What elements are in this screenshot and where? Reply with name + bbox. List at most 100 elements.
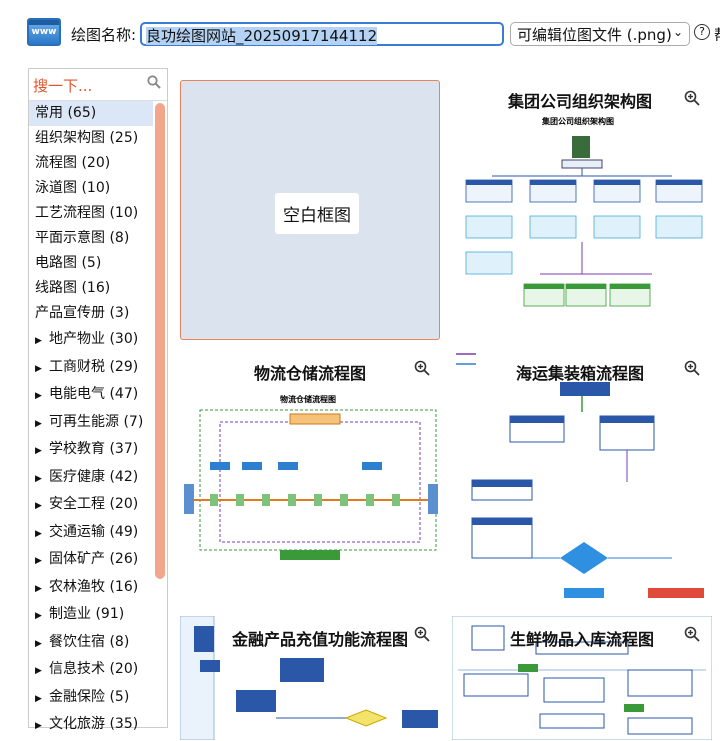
expand-arrow-icon[interactable]: ▶ (35, 611, 42, 621)
sidebar-category-item[interactable]: ▶ 金融保险 (5) (29, 684, 153, 712)
finance-thumbnail (180, 616, 438, 740)
expand-arrow-icon[interactable]: ▶ (35, 501, 42, 511)
sidebar-category-item[interactable]: 线路图 (16) (29, 276, 153, 301)
sidebar-category-label: 电能电气 (47) (49, 386, 139, 402)
search-icon[interactable] (147, 75, 161, 89)
fresh-thumbnail (452, 616, 712, 740)
template-card-finance[interactable]: 金融产品充值功能流程图 (180, 616, 440, 740)
category-search-box[interactable]: 搜一下... (29, 69, 167, 101)
sidebar-category-label: 泳道图 (10) (35, 180, 111, 196)
category-list: 常用 (65) 组织架构图 (25) 流程图 (20) 泳道图 (10) 工艺流程图 (… (29, 101, 153, 739)
sidebar-category-item[interactable]: ▶ 信息技术 (20) (29, 656, 153, 684)
template-title: 海运集装箱流程图 (516, 364, 645, 383)
expand-arrow-icon[interactable]: ▶ (35, 583, 42, 594)
toolbar-cut-off-label: ​帮 (714, 24, 720, 45)
zoom-in-icon[interactable] (684, 626, 700, 642)
sidebar-category-label: 电路图 (5) (35, 255, 102, 271)
sidebar-category-item[interactable]: 工艺流程图 (10) (29, 201, 153, 226)
sidebar-category-item[interactable]: 组织架构图 (25) (29, 126, 153, 151)
sidebar-category-label: 农林渔牧 (16) (49, 578, 139, 595)
sidebar-category-label: 交通运输 (49) (49, 523, 139, 540)
expand-arrow-icon[interactable]: ▶ (35, 336, 42, 346)
drawing-name-label: 绘图名称: (71, 26, 137, 44)
template-title: 物流仓储流程图 (254, 364, 367, 383)
expand-arrow-icon[interactable]: ▶ (35, 363, 42, 374)
expand-arrow-icon[interactable]: ▶ (35, 473, 42, 484)
drawing-name-value: 良功绘图网站_20250917144112 (146, 27, 378, 45)
sidebar-category-label: 信息技术 (20) (49, 661, 139, 677)
sidebar-category-label: 文化旅游 (35) (49, 716, 139, 732)
sidebar-category-item[interactable]: ▶ 制造业 (91) (29, 601, 153, 629)
sidebar-category-item[interactable]: 常用 (65) (29, 101, 153, 126)
template-title: 金融产品充值功能流程图 (232, 630, 409, 649)
expand-arrow-icon[interactable]: ▶ (35, 418, 42, 429)
sidebar-category-item[interactable]: 电路图 (5) (29, 251, 153, 276)
sidebar-category-item[interactable]: 产品宣传册 (3) (29, 301, 153, 326)
sidebar-scrollbar[interactable] (155, 103, 165, 723)
sidebar-category-item[interactable]: 平面示意图 (8) (29, 226, 153, 251)
toolbar: www 绘图名称: 良功绘图网站_20250917144112 可编辑位图文件 … (0, 0, 720, 66)
sidebar-category-item[interactable]: ▶ 电能电气 (47) (29, 381, 153, 409)
sidebar-category-label: 可再生能源 (7) (49, 413, 144, 430)
template-card-shipping[interactable]: 海运集装箱流程图 (452, 352, 712, 602)
expand-arrow-icon[interactable]: ▶ (35, 666, 42, 676)
expand-arrow-icon[interactable]: ▶ (35, 446, 42, 456)
sidebar-category-label: 线路图 (16) (35, 280, 111, 296)
zoom-in-icon[interactable] (684, 90, 700, 106)
template-card-org[interactable]: 集团公司组织架构图 集团公司组织架构图 (452, 80, 712, 340)
app-www-icon: www (27, 18, 61, 46)
sidebar-category-label: 金融保险 (5) (49, 688, 130, 705)
expand-arrow-icon[interactable]: ▶ (35, 693, 42, 704)
chevron-down-icon: ⌄ (672, 25, 683, 39)
sidebar-category-label: 固体矿产 (26) (49, 551, 139, 567)
template-title: 生鲜物品入库流程图 (510, 630, 655, 649)
org-chart-inner-title: 集团公司组织架构图 (541, 116, 614, 126)
org-chart-thumbnail: 集团公司组织架构图 (465, 116, 703, 307)
template-card-fresh[interactable]: 生鲜物品入库流程图 (452, 616, 712, 740)
sidebar-category-item[interactable]: ▶地产物业 (30) (29, 326, 153, 354)
expand-arrow-icon[interactable]: ▶ (35, 638, 42, 649)
sidebar-category-item[interactable]: ▶ 医疗健康 (42) (29, 464, 153, 492)
sidebar-category-item[interactable]: 流程图 (20) (29, 151, 153, 176)
drawing-name-input[interactable]: 良功绘图网站_20250917144112 (140, 22, 504, 46)
help-icon[interactable]: ? (694, 24, 710, 40)
sidebar-category-label: 制造业 (91) (49, 606, 125, 622)
sidebar-category-label: 流程图 (20) (35, 155, 111, 171)
sidebar-category-label: 餐饮住宿 (8) (49, 633, 130, 650)
zoom-in-icon[interactable] (684, 360, 700, 376)
expand-arrow-icon[interactable]: ▶ (35, 391, 42, 401)
sidebar-category-item[interactable]: ▶ 安全工程 (20) (29, 491, 153, 519)
sidebar-category-label: 平面示意图 (8) (35, 230, 130, 246)
sidebar-category-item[interactable]: ▶ 学校教育 (37) (29, 436, 153, 464)
zoom-in-icon[interactable] (414, 626, 430, 642)
file-format-select[interactable]: 可编辑位图文件 (.png) ⌄ (510, 22, 690, 46)
expand-arrow-icon[interactable]: ▶ (35, 721, 42, 731)
blank-template-card[interactable]: 空白框图 (180, 80, 440, 340)
sidebar-category-label: 学校教育 (37) (49, 441, 139, 457)
zoom-in-icon[interactable] (414, 360, 430, 376)
sidebar-category-item[interactable]: ▶ 文化旅游 (35) (29, 711, 153, 739)
template-gallery: 空白框图 集团公司组织架构图 集团公司组织架构图 (170, 68, 720, 740)
sidebar-category-item[interactable]: ▶ 餐饮住宿 (8) (29, 629, 153, 657)
sidebar-category-item[interactable]: ▶ 交通运输 (49) (29, 519, 153, 547)
logistics-thumbnail: 物流仓储流程图 (184, 394, 438, 560)
sidebar-category-label: 医疗健康 (42) (49, 468, 139, 485)
sidebar-category-label: 常用 (65) (35, 105, 97, 121)
logistics-inner-title: 物流仓储流程图 (280, 394, 336, 404)
sidebar-category-label: 产品宣传册 (3) (35, 305, 130, 321)
sidebar-category-label: 安全工程 (20) (49, 496, 139, 512)
sidebar-category-item[interactable]: 泳道图 (10) (29, 176, 153, 201)
sidebar-category-label: 工艺流程图 (10) (35, 205, 139, 221)
shipping-thumbnail (456, 353, 704, 598)
sidebar-category-item[interactable]: ▶ 可再生能源 (7) (29, 409, 153, 437)
template-card-logistics[interactable]: 物流仓储流程图 物流仓储流程图 (180, 352, 440, 602)
expand-arrow-icon[interactable]: ▶ (35, 528, 42, 539)
sidebar-category-item[interactable]: ▶工商财税 (29) (29, 354, 153, 382)
sidebar-category-label: 组织架构图 (25) (35, 130, 139, 146)
sidebar-scroll-thumb[interactable] (155, 103, 165, 579)
category-search-input[interactable]: 搜一下... (33, 77, 93, 95)
sidebar-category-item[interactable]: ▶ 固体矿产 (26) (29, 546, 153, 574)
file-format-value: 可编辑位图文件 (.png) (517, 26, 672, 44)
sidebar-category-item[interactable]: ▶ 农林渔牧 (16) (29, 574, 153, 602)
expand-arrow-icon[interactable]: ▶ (35, 556, 42, 566)
